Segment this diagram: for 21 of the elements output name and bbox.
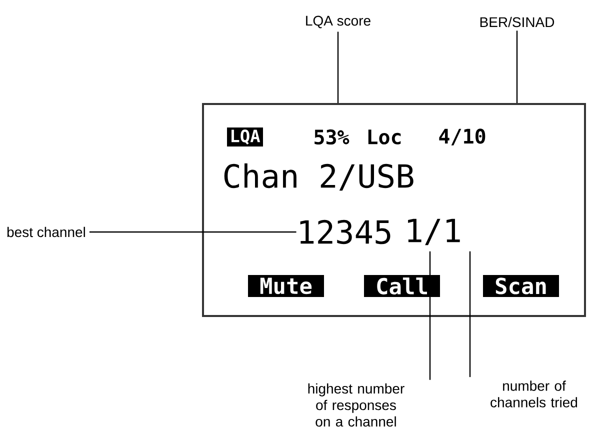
display-readout: Loc [368,130,401,144]
softkey-label: Call [364,274,440,297]
leader-line [469,251,471,378]
softkey-label: Mute [248,274,324,297]
display-screen [202,103,586,317]
leader-line [89,231,296,233]
display-readout: 12345 [300,220,390,244]
leader-line [337,32,339,103]
softkey-label: Scan [483,274,559,297]
callout-text: number of channels tried [490,380,578,408]
display-readout: 1/1 [408,218,460,246]
callout-text: best channel [7,226,85,238]
callout-text: highest number of responses on a channel [308,383,404,427]
leader-line [516,30,518,103]
display-readout: Chan 2/USB [224,163,414,191]
display-readout: 53% [314,129,350,145]
indicator-badge: LQA [227,128,263,146]
callout-text: LQA score [306,16,370,28]
leader-line [429,251,431,380]
callout-text: BER/SINAD [480,16,554,28]
display-readout: 4/10 [439,128,486,146]
